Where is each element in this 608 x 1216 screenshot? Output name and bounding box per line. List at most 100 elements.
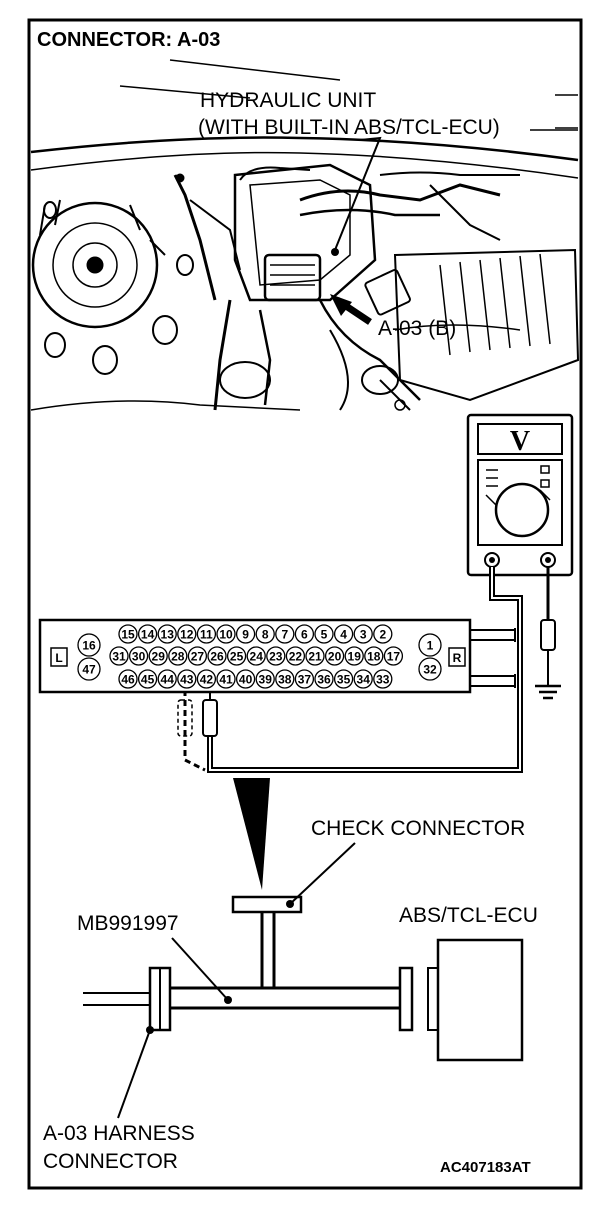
check-connector-label: CHECK CONNECTOR xyxy=(311,817,525,840)
pin-circle xyxy=(418,633,442,657)
pin-number: 18 xyxy=(367,650,381,664)
pin-circle xyxy=(157,624,177,644)
pin-circle xyxy=(364,646,384,666)
harness-label-sub: CONNECTOR xyxy=(43,1150,178,1173)
harness-label: A-03 HARNESS xyxy=(43,1122,195,1145)
pin-circle xyxy=(285,646,306,666)
pin-circle xyxy=(168,646,188,666)
ecu-label: ABS/TCL-ECU xyxy=(399,904,538,927)
probe-dashed-lead xyxy=(183,690,206,772)
pin-circle xyxy=(235,669,256,689)
pin-number: 8 xyxy=(262,628,269,642)
pin-circle xyxy=(77,657,101,681)
tool-harness xyxy=(170,986,400,1010)
pin-circle xyxy=(137,624,158,644)
pin-number: 10 xyxy=(219,628,233,642)
pin-circle xyxy=(226,646,247,666)
pin-circle xyxy=(294,624,315,644)
engine-bay-photo xyxy=(30,59,580,411)
ecu-side-connector xyxy=(398,966,414,1032)
pin-number: 25 xyxy=(230,650,244,664)
pin-circle xyxy=(187,646,208,666)
pin-number: 1 xyxy=(427,639,434,653)
pin-circle xyxy=(314,669,334,689)
pin-number: 38 xyxy=(278,673,292,687)
voltmeter-symbol: V xyxy=(510,426,530,457)
voltmeter: V xyxy=(466,413,574,577)
pin-number: 44 xyxy=(161,673,175,687)
pin-circle xyxy=(196,624,217,644)
pin-number: 4 xyxy=(340,628,347,642)
tool-label: MB991997 xyxy=(77,912,179,935)
pin-circle xyxy=(373,669,393,689)
pin-circle xyxy=(177,624,197,644)
pin-circle xyxy=(255,624,275,644)
pin-number: 13 xyxy=(161,628,175,642)
pin-circle xyxy=(177,669,197,689)
pin-circle xyxy=(196,669,217,689)
pin-circle xyxy=(128,646,149,666)
pin-number: 30 xyxy=(132,650,146,664)
diagram-title: CONNECTOR: A-03 xyxy=(37,29,220,51)
pin-number: 42 xyxy=(200,673,214,687)
pin-number: 41 xyxy=(219,673,233,687)
pin-number: 3 xyxy=(360,628,367,642)
pin-number: 40 xyxy=(239,673,253,687)
pin-circle xyxy=(333,624,354,644)
pin-circle xyxy=(157,669,177,689)
pin-circle xyxy=(353,624,373,644)
pin-circle xyxy=(77,633,101,657)
pin-number: 33 xyxy=(376,673,390,687)
pin-number: 35 xyxy=(337,673,351,687)
pin-number: 37 xyxy=(298,673,312,687)
pin-circle xyxy=(305,646,325,666)
outer-border xyxy=(27,18,583,1190)
pin-number: 47 xyxy=(82,663,96,677)
pin-number: 24 xyxy=(250,650,264,664)
pin-circle xyxy=(383,646,404,666)
pin-circle xyxy=(324,646,345,666)
pin-number: 12 xyxy=(180,628,194,642)
pin-circle xyxy=(216,669,236,689)
pin-number: 7 xyxy=(281,628,288,642)
side-label-right: R xyxy=(453,651,462,665)
pin-circle xyxy=(246,646,266,666)
pin-number: 29 xyxy=(152,650,166,664)
figure-code: AC407183AT xyxy=(440,1159,531,1176)
pin-number: 23 xyxy=(269,650,283,664)
connector-a03b-label: A-03 (B) xyxy=(378,317,456,340)
pin-number: 17 xyxy=(387,650,401,664)
side-label-left: L xyxy=(55,651,62,665)
pin-number: 28 xyxy=(171,650,185,664)
pin-number: 43 xyxy=(180,673,194,687)
pin-circle xyxy=(373,624,393,644)
pin-number: 11 xyxy=(200,628,213,642)
pin-circle xyxy=(207,646,227,666)
pin-circle xyxy=(216,624,236,644)
hydraulic-unit-label: HYDRAULIC UNIT xyxy=(200,89,376,112)
pin-number: 14 xyxy=(141,628,155,642)
ground-icon xyxy=(535,684,561,700)
pin-circle xyxy=(333,669,354,689)
pin-circle xyxy=(109,646,129,666)
hydraulic-unit-label-sub: (WITH BUILT-IN ABS/TCL-ECU) xyxy=(198,116,500,139)
pin-circle xyxy=(314,624,334,644)
pin-circle xyxy=(255,669,275,689)
pin-number: 5 xyxy=(321,628,328,642)
pin-number: 32 xyxy=(423,663,437,677)
pin-number: 22 xyxy=(289,650,303,664)
pin-circle xyxy=(294,669,315,689)
pin-number: 15 xyxy=(121,628,135,642)
pin-circle xyxy=(266,646,286,666)
pin-circle xyxy=(235,624,256,644)
pin-circle xyxy=(353,669,373,689)
zoom-pointer xyxy=(233,778,270,890)
hydraulic-unit-leader xyxy=(334,136,382,251)
pin-number: 31 xyxy=(112,650,126,664)
pin-number: 36 xyxy=(317,673,331,687)
pin-number: 19 xyxy=(348,650,362,664)
pin-number: 21 xyxy=(308,650,322,664)
pin-number: 27 xyxy=(191,650,205,664)
